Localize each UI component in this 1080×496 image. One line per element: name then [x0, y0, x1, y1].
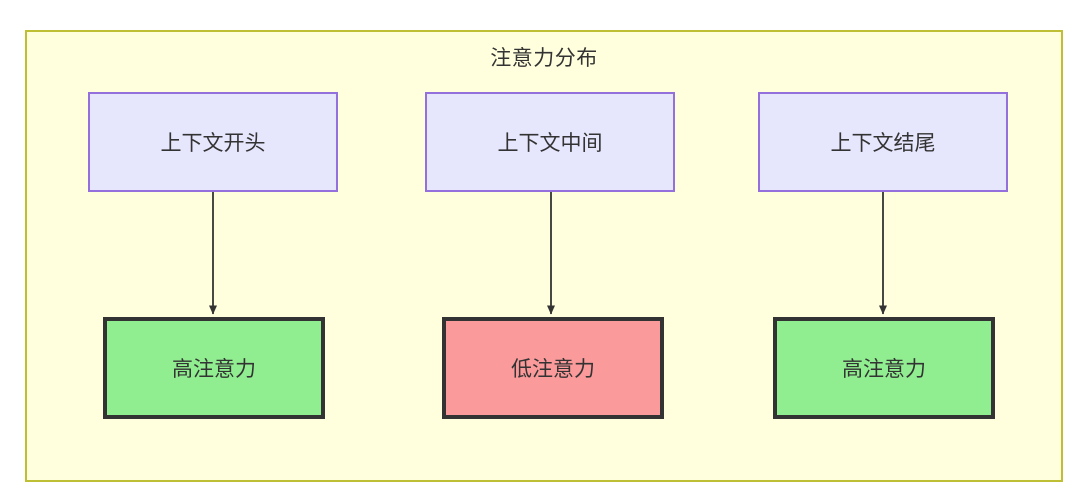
node-context-end[interactable]: 上下文结尾: [758, 92, 1008, 192]
node-label: 高注意力: [172, 358, 256, 381]
node-attention-high-end[interactable]: 高注意力: [773, 317, 995, 419]
node-context-middle[interactable]: 上下文中间: [425, 92, 675, 192]
node-label: 高注意力: [842, 358, 926, 381]
node-label: 上下文中间: [497, 132, 603, 155]
node-label: 低注意力: [511, 358, 595, 381]
node-label: 上下文开头: [160, 132, 266, 155]
node-context-start[interactable]: 上下文开头: [88, 92, 338, 192]
node-label: 上下文结尾: [830, 132, 936, 155]
node-attention-low-middle[interactable]: 低注意力: [442, 317, 664, 419]
subgraph-title: 注意力分布: [490, 47, 598, 70]
node-attention-high-start[interactable]: 高注意力: [103, 317, 325, 419]
